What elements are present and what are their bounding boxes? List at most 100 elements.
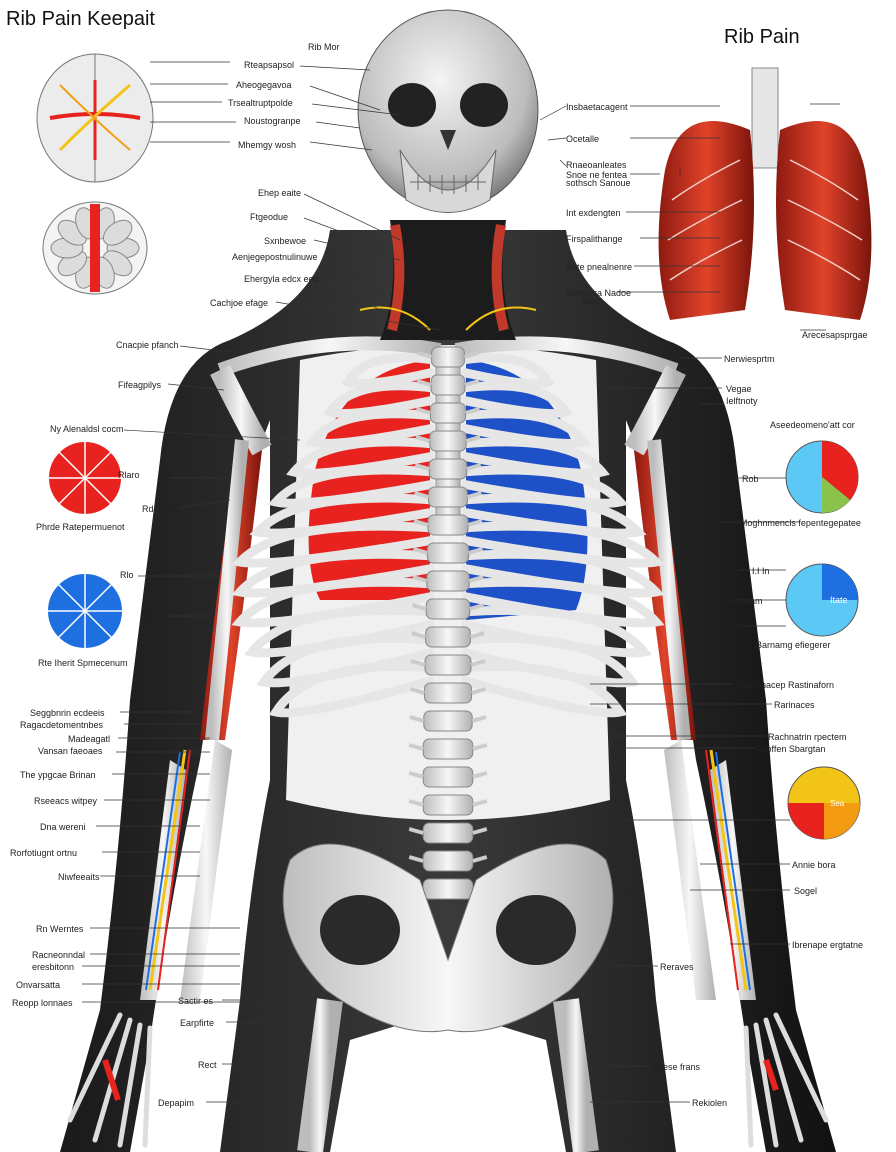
diagram-label: Rob <box>742 474 759 484</box>
vertebra <box>422 738 474 760</box>
vertebra-process <box>417 351 479 359</box>
diagram-label: Seggbnrin ecdeeis <box>30 708 105 718</box>
diagram-label: Reraves <box>660 962 694 972</box>
vertebra <box>423 682 473 704</box>
vertebra <box>426 570 470 592</box>
diagram-label: eresbitonn <box>32 962 75 972</box>
leader-line <box>335 255 391 301</box>
diagram-label: Rlaro <box>118 470 140 480</box>
pie-blue-label: Itate <box>830 595 848 605</box>
diagram-label: Earpfirte <box>180 1018 215 1028</box>
diagram-label: Cnacpie pfanch <box>116 340 179 350</box>
pie-yellow-label: Sea <box>830 799 845 808</box>
pie-right-blue: Itate <box>785 563 859 637</box>
pelvis <box>282 843 614 1152</box>
diagram-label: Rte Iherit Spmecenum <box>38 658 128 668</box>
diagram-label: Cachjoe efage <box>210 298 269 308</box>
leader-line <box>303 193 401 241</box>
leader-line <box>123 429 301 441</box>
ribcage <box>231 353 665 718</box>
leader-line <box>299 65 371 71</box>
vertebra <box>422 822 474 844</box>
diagram-label: Insbaetacagent <box>566 102 628 112</box>
diagram-label: Sxnbewoe <box>264 236 307 246</box>
diagram-label: Arecesapsprgae <box>802 330 868 340</box>
vertebra <box>422 794 474 816</box>
vertebra-process <box>410 659 486 667</box>
diagram-label: Racneonndal <box>32 950 86 960</box>
vertebra-process <box>408 855 488 863</box>
diagram-label: Fifeagpilys <box>118 380 162 390</box>
diagram-label: Sbese frans <box>652 1062 701 1072</box>
vertebra <box>422 766 474 788</box>
leader-line <box>547 137 567 141</box>
vertebra <box>426 542 470 564</box>
diagram-label: Int exdengten <box>566 208 621 218</box>
leader-line <box>539 105 567 121</box>
diagram-label: Sogel <box>794 886 818 896</box>
vertebra <box>422 878 474 900</box>
vertebra <box>423 710 473 732</box>
diagram-label: Sote pnealnenre <box>566 262 633 272</box>
leader-lines <box>82 61 840 1103</box>
diagram-label: Aseedeomeno'att cor <box>770 420 855 430</box>
diagram-label: Ielftnoty <box>726 396 758 406</box>
diagram-label: Depapim <box>158 1098 195 1108</box>
leader-line <box>179 345 231 353</box>
diagram-label: Reopp lonnaes <box>12 998 73 1008</box>
diagram-label: Mhemgy wosh <box>238 140 297 150</box>
vertebra-process <box>408 827 488 835</box>
vertebra-process <box>414 463 482 471</box>
diagram-label: Ny Alenaldsl cocm <box>50 424 124 434</box>
vertebra <box>425 626 471 648</box>
vertebra <box>427 514 469 536</box>
diagram-label: Rlo <box>120 570 134 580</box>
vertebra <box>425 598 471 620</box>
diagram-label: Rteapsapsol <box>244 60 295 70</box>
vertebra-process <box>408 771 488 779</box>
leader-line <box>315 121 361 129</box>
rib <box>461 353 555 389</box>
diagram-label: Aenjegepostnulinuwe <box>232 252 318 262</box>
leader-line <box>309 85 381 111</box>
diagram-label: Ftgeodue <box>250 212 289 222</box>
diagram-label: The ypgcae Brinan <box>20 770 96 780</box>
hands <box>67 1012 829 1148</box>
diagram-label: Rderiffes <box>142 504 178 514</box>
diagram-label: Dna wereni <box>40 822 86 832</box>
diagram-label: Ave Moghnmencls fepentegepatee <box>722 518 861 528</box>
rib <box>322 381 435 418</box>
diagram-label: Onvarsatta <box>16 980 61 990</box>
vertebra <box>428 458 468 480</box>
main-title: Rib Pain Keepait <box>6 8 155 30</box>
spine <box>408 234 488 900</box>
leader-line <box>321 277 381 311</box>
lungs-illustration <box>658 67 872 320</box>
diagram-label: Rn Werntes <box>36 924 84 934</box>
leader-line <box>167 383 225 391</box>
neck <box>359 220 537 340</box>
vertebra-process <box>411 603 485 611</box>
diagram-label: Denlayam <box>722 596 763 606</box>
diagram-label: Annie bora <box>792 860 836 870</box>
diagram-label: Nerwiesprtm <box>724 354 775 364</box>
shoulder-bones <box>205 336 691 741</box>
vertebra <box>424 654 472 676</box>
leader-line <box>313 239 401 261</box>
pie-right-yellow: Sea <box>787 766 861 840</box>
right-title: Rib Pain <box>724 26 800 48</box>
diagram-label: Ehep eaite <box>258 188 302 198</box>
vertebra-process <box>415 435 481 443</box>
diagram-label: Snoe ne fentea <box>566 170 628 180</box>
vertebra-process <box>414 491 482 499</box>
diagram-label: Rseeacs witpey <box>34 796 98 806</box>
leader-line <box>559 159 567 167</box>
diagram-label: Rect <box>198 1060 217 1070</box>
vertebra-process <box>412 547 484 555</box>
vertebra-process <box>412 575 484 583</box>
pie-right-tricolor <box>785 440 859 514</box>
vertebra <box>428 486 468 508</box>
leader-line <box>275 301 441 331</box>
leader-line <box>177 499 231 509</box>
